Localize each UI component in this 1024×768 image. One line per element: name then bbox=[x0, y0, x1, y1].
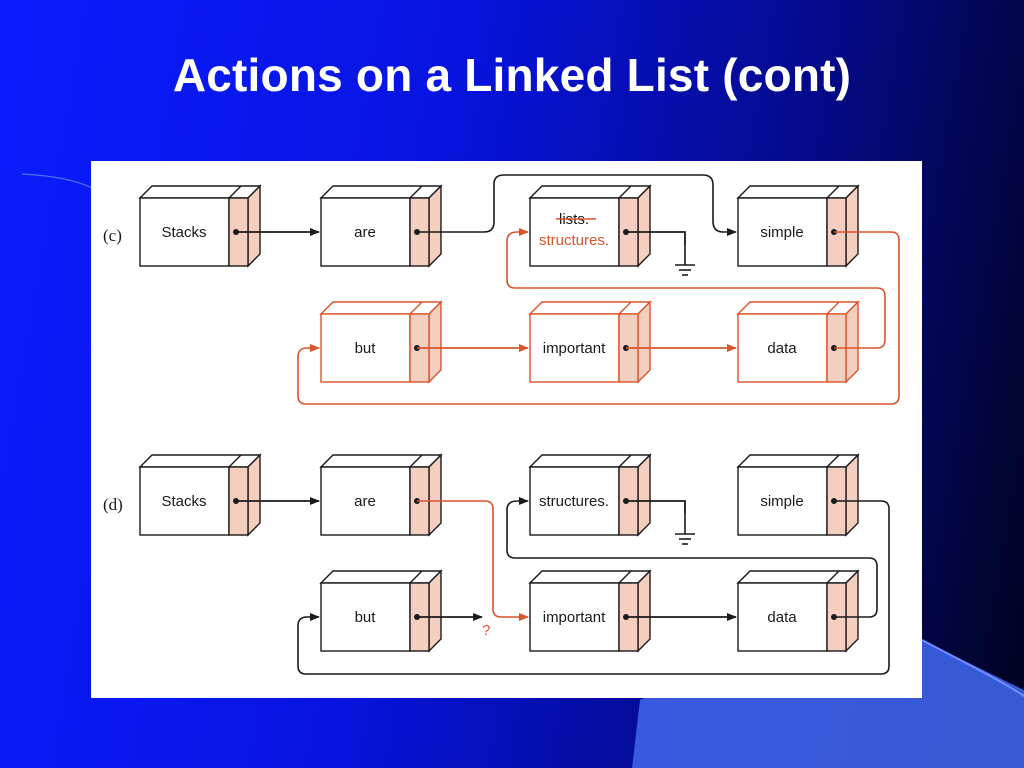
arrow-d-data-structures bbox=[506, 497, 878, 618]
node-d-important: important bbox=[529, 570, 651, 652]
ground-d-null bbox=[674, 513, 696, 545]
arrow-c-are-lists bbox=[417, 174, 737, 236]
node-c-simple: simple bbox=[737, 185, 859, 267]
node-label: important bbox=[543, 340, 606, 357]
node-c-data: data bbox=[737, 301, 859, 383]
node-c-stacks: Stacks bbox=[139, 185, 261, 267]
node-c-but: but bbox=[320, 301, 442, 383]
node-label: simple bbox=[760, 493, 803, 510]
node-c-important: important bbox=[529, 301, 651, 383]
node-label: are bbox=[354, 224, 376, 241]
node-label: simple bbox=[760, 224, 803, 241]
node-label: are bbox=[354, 493, 376, 510]
node-c-are: are bbox=[320, 185, 442, 267]
node-d-are: are bbox=[320, 454, 442, 536]
node-label: Stacks bbox=[161, 224, 206, 241]
node-label: but bbox=[355, 609, 377, 626]
node-label: data bbox=[767, 609, 797, 626]
node-d-structures: structures. bbox=[529, 454, 651, 536]
node-label: important bbox=[543, 609, 606, 626]
node-d-simple: simple bbox=[737, 454, 859, 536]
diagram-d-label: (d) bbox=[103, 495, 123, 514]
arrow-d-simple-but bbox=[297, 500, 890, 675]
node-label: data bbox=[767, 340, 797, 357]
node-d-stacks: Stacks bbox=[139, 454, 261, 536]
node-label: structures. bbox=[539, 493, 609, 510]
linked-list-diagram-panel: (c) Stacks are lists. structures. simple… bbox=[91, 161, 922, 698]
arrow-d-are-important bbox=[417, 500, 529, 621]
linked-list-diagram: (c) Stacks are lists. structures. simple… bbox=[103, 174, 900, 675]
node-d-but: but bbox=[320, 570, 442, 652]
arrow-c-data-structures bbox=[506, 228, 886, 349]
ground-c-null bbox=[674, 244, 696, 276]
node-label: but bbox=[355, 340, 377, 357]
node-label: Stacks bbox=[161, 493, 206, 510]
node-d-data: data bbox=[737, 570, 859, 652]
slide-title: Actions on a Linked List (cont) bbox=[172, 49, 852, 101]
pointer-d-structures-null bbox=[626, 500, 686, 514]
diagram-c-label: (c) bbox=[103, 226, 122, 245]
dangling-question-mark: ? bbox=[482, 622, 490, 639]
node-c-lists-structures: lists. structures. bbox=[529, 185, 651, 267]
arrow-c-simple-but bbox=[297, 231, 900, 405]
node-label-new: structures. bbox=[539, 232, 609, 249]
pointer-c-lists-null bbox=[626, 231, 686, 245]
